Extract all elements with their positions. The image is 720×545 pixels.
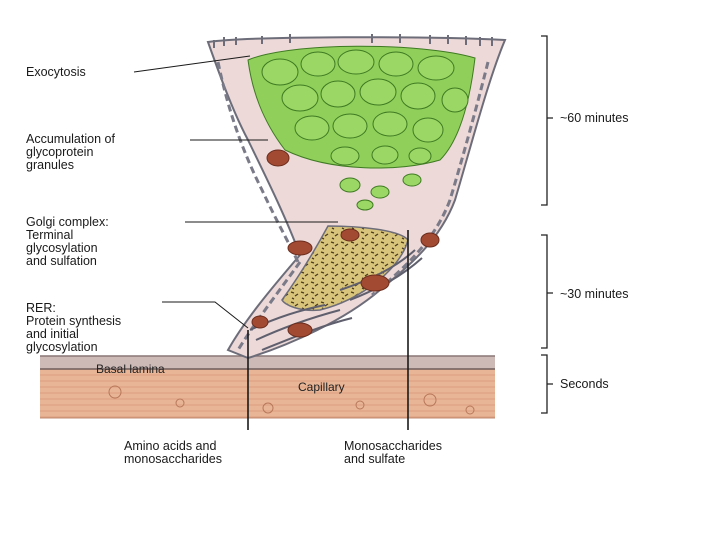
mitochondria (251, 149, 440, 338)
leader-lines (133, 55, 409, 430)
golgi-complex (281, 225, 409, 312)
bracket-seconds (541, 354, 553, 414)
label-line: Protein synthesis (26, 314, 122, 328)
capillary-cells (108, 385, 475, 415)
label-line: Exocytosis (26, 65, 86, 79)
timeline-30-minutes: ~30 minutes (560, 287, 629, 301)
label-basal-lamina: Basal lamina (96, 362, 165, 376)
apical-microvilli (213, 34, 493, 48)
label-line: Accumulation of (26, 132, 115, 146)
timeline-brackets (541, 35, 553, 414)
bracket-30-minutes (541, 234, 553, 349)
bracket-60-minutes (541, 35, 553, 206)
label-line: Golgi complex: (26, 215, 109, 229)
label-line: Amino acids and (124, 439, 217, 453)
lateral-membranes (216, 61, 490, 351)
capillary-band (40, 368, 495, 418)
label-capillary: Capillary (298, 380, 345, 394)
exocytosis-leader (133, 55, 251, 73)
rer-leader (162, 301, 249, 329)
label-line: and initial (26, 327, 79, 341)
label-line: glycoprotein (26, 145, 94, 159)
label-line: glycosylation (26, 340, 98, 354)
label-line: and sulfate (344, 452, 406, 466)
label-exocytosis: Exocytosis (26, 66, 86, 79)
timeline-seconds: Seconds (560, 377, 609, 391)
label-line: Terminal (26, 228, 74, 242)
label-line: glycosylation (26, 241, 98, 255)
label-line: granules (26, 158, 74, 172)
label-line: Monosaccharides (344, 439, 442, 453)
basal-lamina-band (40, 356, 495, 369)
label-line: and sulfation (26, 254, 97, 268)
granule-cells (261, 49, 469, 211)
label-line: RER: (26, 301, 56, 315)
timeline-60-minutes: ~60 minutes (560, 111, 629, 125)
label-line: monosaccharides (124, 452, 222, 466)
